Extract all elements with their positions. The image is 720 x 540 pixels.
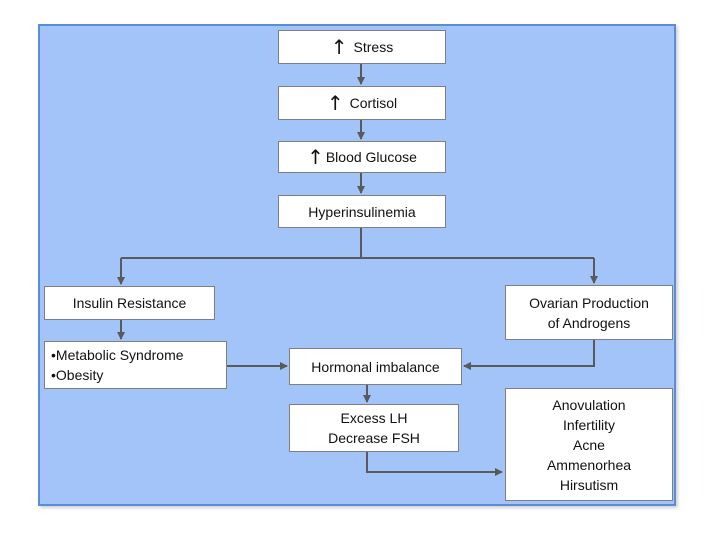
metabolic-syndrome-item: •Metabolic Syndrome	[51, 347, 184, 363]
excess-lh-label: Excess LH	[340, 410, 408, 426]
stress-label: Stress	[353, 39, 394, 55]
blood-glucose-label: Blood Glucose	[325, 149, 417, 165]
arrow-lh-fsh-to-outcomes	[366, 452, 503, 476]
cortisol-box: ↑ Cortisol	[278, 86, 446, 120]
lh-fsh-box: Excess LH Decrease FSH	[289, 404, 459, 452]
obesity-item: •Obesity	[51, 367, 104, 383]
decrease-fsh-label: Decrease FSH	[328, 430, 420, 446]
insulin-resistance-box: Insulin Resistance	[44, 286, 215, 320]
hormonal-imbalance-box: Hormonal imbalance	[289, 348, 462, 385]
arrow-ovarian-to-hormonal	[463, 340, 595, 370]
outcomes-box: Anovulation Infertility Acne Ammenorhea …	[505, 388, 673, 501]
arrow-up-icon: ↑	[307, 145, 324, 169]
cortisol-label: Cortisol	[349, 95, 398, 111]
ovarian-production-line-2: of Androgens	[547, 314, 631, 331]
outcome-anovulation: Anovulation	[552, 396, 626, 413]
outcome-infertility: Infertility	[562, 416, 616, 433]
arrow-up-icon: ↑	[330, 35, 348, 59]
insulin-resistance-label: Insulin Resistance	[72, 295, 187, 311]
outcome-acne: Acne	[573, 436, 605, 453]
metabolic-obesity-box: •Metabolic Syndrome •Obesity	[44, 341, 227, 389]
blood-glucose-box: ↑ Blood Glucose	[278, 141, 446, 173]
arrow-up-icon: ↑	[326, 91, 344, 115]
hyperinsulinemia-label: Hyperinsulinemia	[308, 203, 416, 220]
outcome-ammenorhea: Ammenorhea	[546, 456, 632, 473]
stress-box: ↑ Stress	[278, 30, 446, 64]
ovarian-production-box: Ovarian Production of Androgens	[505, 285, 673, 340]
hyperinsulinemia-box: Hyperinsulinemia	[278, 195, 446, 228]
outcome-hirsutism: Hirsutism	[559, 476, 619, 493]
hormonal-imbalance-label: Hormonal imbalance	[311, 358, 440, 375]
ovarian-production-line-1: Ovarian Production	[529, 294, 649, 311]
